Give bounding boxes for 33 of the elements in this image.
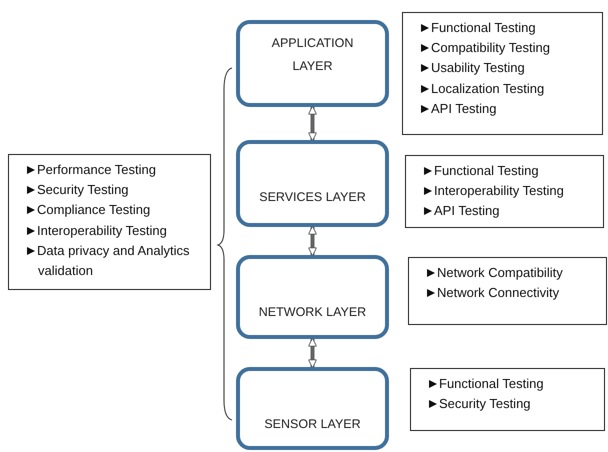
double-arrow	[308, 226, 317, 256]
list-item: Security Testing	[429, 394, 600, 414]
list-item: Functional Testing	[421, 18, 598, 38]
test-list-box	[402, 12, 603, 135]
layer-box	[236, 140, 389, 227]
list-item: Data privacy and Analytics validation	[27, 240, 206, 282]
list-item: API Testing	[421, 98, 598, 120]
list-item: Security Testing	[27, 180, 206, 200]
list-item: Localization Testing	[421, 78, 598, 99]
list-item: Functional Testing	[424, 161, 599, 182]
list-item: Network Connectivity	[427, 283, 602, 304]
layer-title: SERVICES LAYER	[258, 189, 367, 206]
test-list-box	[8, 154, 211, 290]
list-item: Performance Testing	[27, 160, 206, 180]
layer-title: NETWORK LAYER	[258, 304, 368, 321]
test-list-box	[410, 368, 605, 431]
double-arrow	[308, 338, 317, 368]
list-item: Functional Testing	[429, 374, 600, 394]
list-item: Network Compatibility	[427, 263, 602, 284]
list-item: Usability Testing	[421, 58, 598, 79]
list-item: Interoperability Testing	[424, 181, 599, 202]
test-list-box	[408, 257, 607, 325]
list-item: Compliance Testing	[27, 200, 206, 221]
layer-box	[236, 255, 389, 339]
layer-box	[236, 367, 389, 450]
layer-title: SENSOR LAYER	[263, 416, 362, 433]
list-item: API Testing	[424, 201, 599, 222]
double-arrow	[308, 106, 317, 142]
list-item: Interoperability Testing	[27, 220, 206, 241]
layer-box	[236, 20, 389, 107]
list-item: Compatibility Testing	[421, 38, 598, 58]
test-list-box	[405, 155, 604, 228]
layer-title: APPLICATION LAYER	[270, 35, 354, 75]
